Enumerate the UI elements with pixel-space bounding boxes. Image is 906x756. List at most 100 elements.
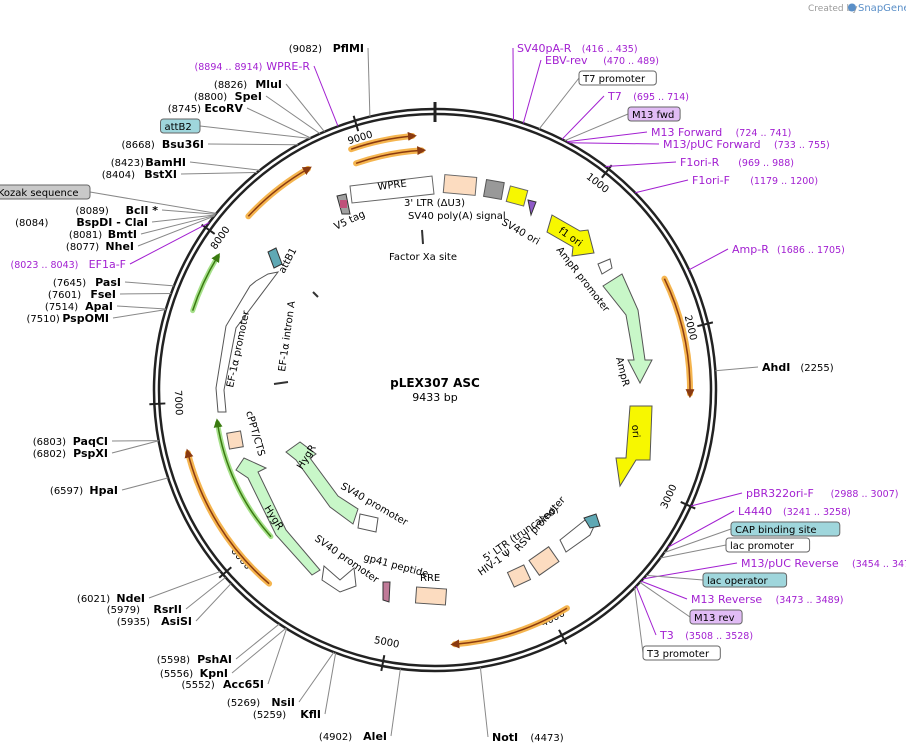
enzyme-name[interactable]: NdeI xyxy=(116,592,145,605)
feature-box-label: Kozak sequence xyxy=(0,188,79,199)
enzyme-site: (5269) xyxy=(227,698,260,709)
feature-box[interactable] xyxy=(160,118,201,134)
feature-box[interactable] xyxy=(725,537,811,553)
enzyme-name[interactable]: PflMI xyxy=(333,42,364,55)
primer-name[interactable]: F1ori-F xyxy=(692,174,730,187)
sv40polya-label: SV40 poly(A) signal xyxy=(408,211,506,222)
enzyme-name[interactable]: FseI xyxy=(90,288,116,301)
feature-box[interactable] xyxy=(0,184,91,200)
primer-name[interactable]: M13 Reverse xyxy=(691,593,762,606)
enzyme-site: (8084) xyxy=(15,218,48,229)
enzyme-name[interactable]: NsiI xyxy=(271,696,295,709)
leader-8 xyxy=(180,171,258,175)
enzyme-name[interactable]: SpeI xyxy=(235,90,262,103)
primer-range: (3454 .. 3476) xyxy=(852,559,906,570)
feature-box[interactable] xyxy=(627,106,681,122)
snapgene-credit: Created by SnapGene xyxy=(808,3,906,14)
enzyme-name[interactable]: BclI * xyxy=(126,204,159,217)
feature-box[interactable] xyxy=(642,645,721,661)
enzyme-name[interactable]: BstXI xyxy=(144,168,177,181)
leader-14 xyxy=(129,222,210,265)
credit-brand: SnapGene xyxy=(858,3,906,14)
enzyme-name[interactable]: PspOMI xyxy=(62,312,109,325)
enzyme-name[interactable]: BspDI - ClaI xyxy=(76,216,148,229)
feature-box[interactable] xyxy=(578,70,657,86)
orf-left-upper-line xyxy=(247,166,312,217)
enzyme-name[interactable]: Acc65I xyxy=(223,678,264,691)
leader-8 xyxy=(635,179,689,194)
feature-box[interactable] xyxy=(730,521,841,537)
enzyme-name[interactable]: BmtI xyxy=(108,228,137,241)
enzyme-name[interactable]: ApaI xyxy=(85,300,113,313)
feature-box-label: M13 fwd xyxy=(632,110,674,121)
tick-9000 xyxy=(352,115,360,132)
primer-name[interactable]: pBR322ori-F xyxy=(746,487,814,500)
leader-13 xyxy=(137,215,215,247)
primer-range: (695 .. 714) xyxy=(633,92,689,103)
primer-name[interactable]: T7 xyxy=(607,90,622,103)
leader-5 xyxy=(566,131,648,143)
enzyme-name[interactable]: NotI xyxy=(492,731,518,744)
orf-right xyxy=(661,275,693,397)
leader-20 xyxy=(111,440,159,454)
feature-box-label: attB2 xyxy=(165,122,192,133)
tick-2000 xyxy=(697,321,714,328)
primer-name[interactable]: F1ori-R xyxy=(680,156,720,169)
enzyme-name[interactable]: KpnI xyxy=(200,667,228,680)
primer-name[interactable]: Amp-R xyxy=(732,243,769,256)
ef1apromoter-arrow xyxy=(215,271,280,413)
enzyme-site: (8081) xyxy=(69,230,102,241)
primer-name[interactable]: WPRE-R xyxy=(266,60,310,73)
enzyme-name[interactable]: HpaI xyxy=(89,484,118,497)
primer-range: (8894 .. 8914) xyxy=(195,62,263,73)
leader-27 xyxy=(267,628,288,685)
enzyme-name[interactable]: AsiSI xyxy=(161,615,192,628)
f1ori-arrow xyxy=(546,214,595,257)
enzyme-name[interactable]: PasI xyxy=(95,276,121,289)
primer-name[interactable]: EBV-rev xyxy=(545,54,588,67)
ori-arrow xyxy=(615,405,653,488)
rsvpromoter-label: RSV promoter xyxy=(513,494,568,554)
primer-name[interactable]: SV40pA-R xyxy=(517,42,572,55)
attb1-feature xyxy=(267,247,283,269)
enzyme-name[interactable]: NheI xyxy=(105,240,134,253)
leader-12 xyxy=(140,214,215,235)
feature-box[interactable] xyxy=(689,609,743,625)
enzyme-name[interactable]: BamHI xyxy=(145,156,186,169)
leader-2 xyxy=(285,83,325,132)
enzyme-name[interactable]: PspXI xyxy=(73,447,108,460)
enzyme-name[interactable]: PshAI xyxy=(197,653,232,666)
primer-name[interactable]: M13/pUC Forward xyxy=(663,138,761,151)
enzyme-name[interactable]: RsrII xyxy=(153,603,182,616)
v5tag-mark xyxy=(340,200,347,208)
ampr-arrow xyxy=(602,273,653,385)
orf-arcs xyxy=(184,131,695,649)
enzyme-name[interactable]: MluI xyxy=(255,78,282,91)
primer-name[interactable]: L4440 xyxy=(738,505,772,518)
snapgene-logo-icon xyxy=(848,3,856,12)
enzyme-name[interactable]: PaqCI xyxy=(73,435,108,448)
orf-top-1-line xyxy=(350,131,417,150)
leader-29 xyxy=(324,652,337,715)
primer-name[interactable]: M13 Forward xyxy=(651,126,722,139)
enzyme-name[interactable]: AleI xyxy=(363,730,387,743)
wpre-label: WPRE xyxy=(377,179,407,193)
orf-top-2-line xyxy=(355,146,427,165)
enzyme-name[interactable]: KflI xyxy=(300,708,321,721)
leader-11 xyxy=(151,214,216,223)
enzyme-name[interactable]: AhdI xyxy=(762,361,790,374)
feature-box[interactable] xyxy=(702,572,788,588)
primer-range: (3473 .. 3489) xyxy=(776,595,844,606)
enzyme-name[interactable]: Bsu36I xyxy=(162,138,204,151)
leader-4 xyxy=(564,113,629,142)
primer-name[interactable]: T3 xyxy=(659,629,674,642)
enzyme-name[interactable]: EcoRV xyxy=(204,102,243,115)
enzyme-site: (8077) xyxy=(66,242,99,253)
primer-name[interactable]: M13/pUC Reverse xyxy=(741,557,839,570)
cppt-label: cPPT/CTS xyxy=(243,410,266,458)
plasmid-name: pLEX307 ASC xyxy=(390,376,480,390)
hygr-outer-arrow xyxy=(235,457,321,576)
primer-name[interactable]: EF1a-F xyxy=(89,258,126,271)
leader-10 xyxy=(715,366,759,372)
